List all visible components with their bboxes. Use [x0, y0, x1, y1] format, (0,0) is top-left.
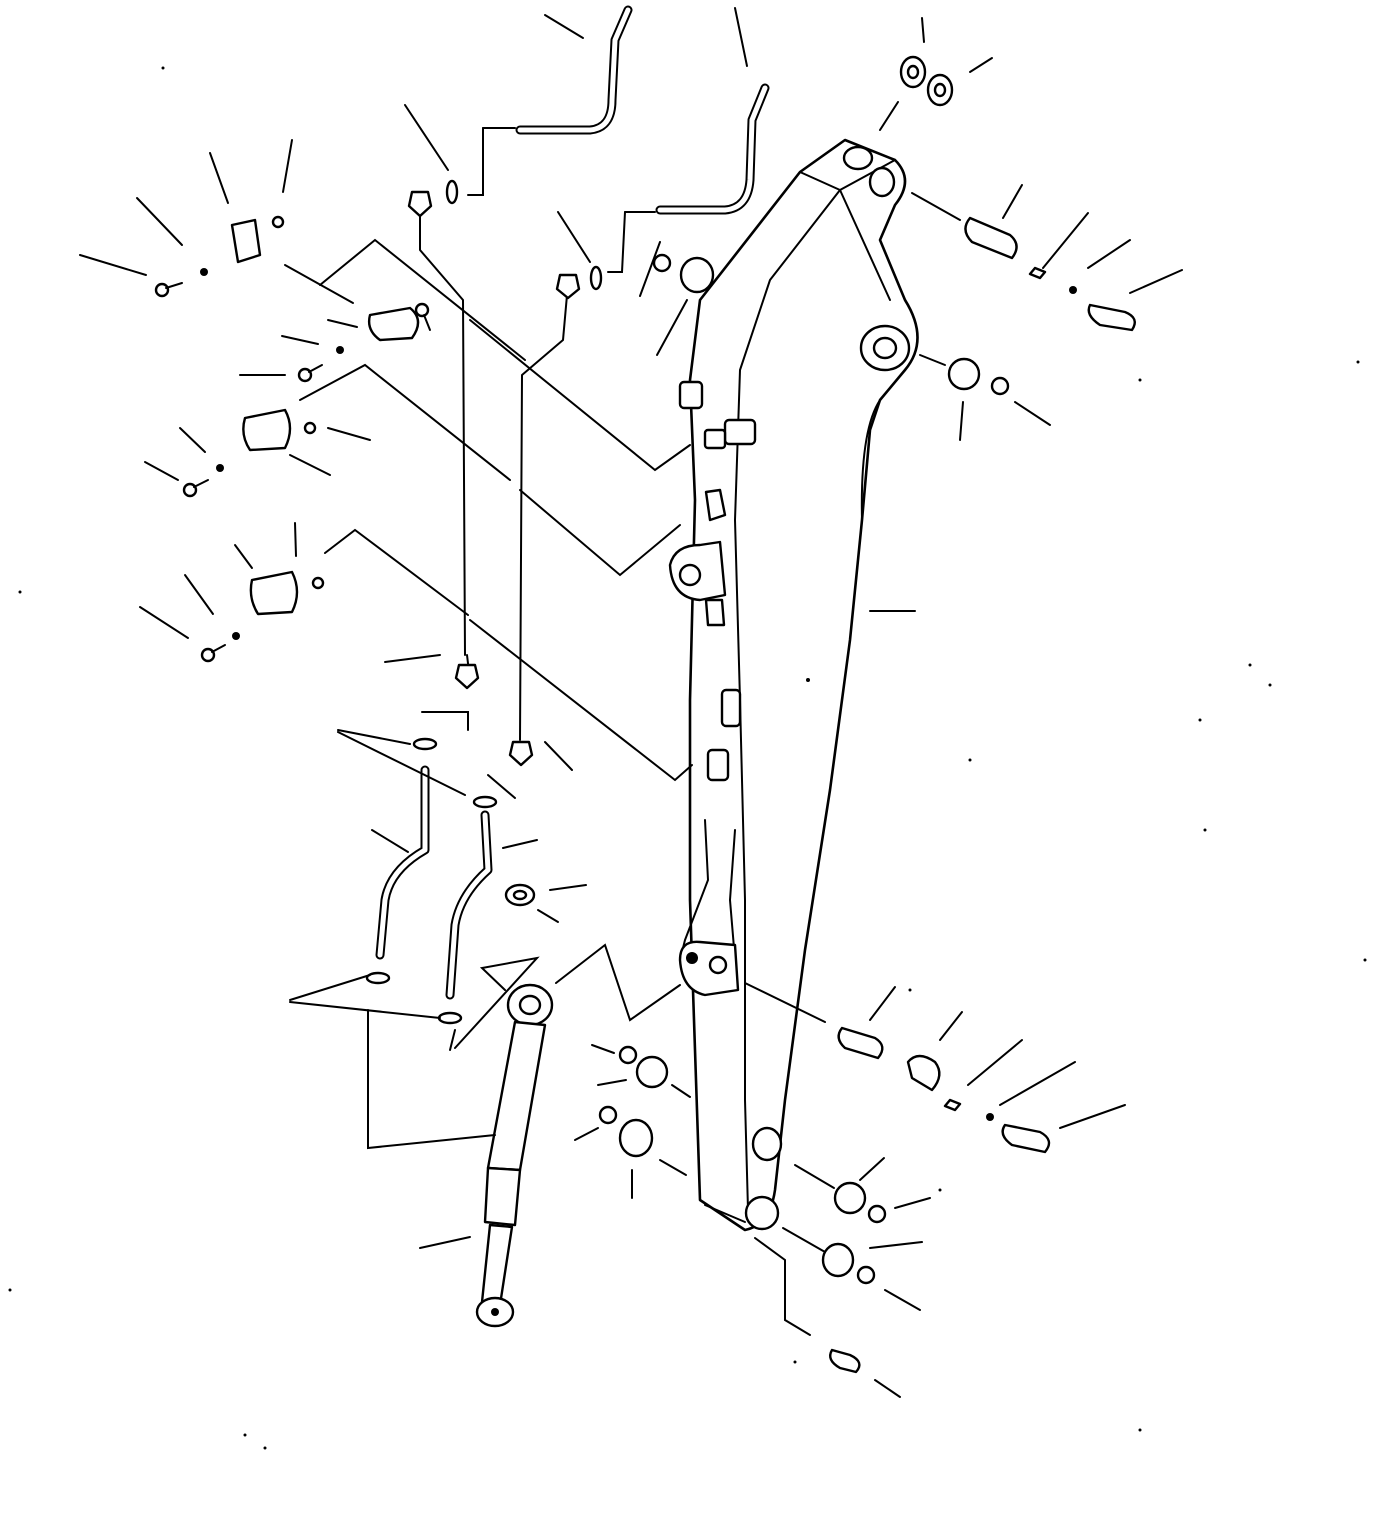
- pin-plate: [906, 1054, 941, 1092]
- pipe-clamp: [230, 218, 262, 264]
- arm[interactable]: [668, 138, 919, 1232]
- o-ring: [445, 179, 459, 205]
- bolt: [1087, 303, 1136, 332]
- o-ring: [437, 1011, 463, 1025]
- cylinder-rod: [480, 1223, 514, 1307]
- bushing: [679, 256, 715, 294]
- bushing: [618, 1118, 654, 1158]
- bushing: [821, 1242, 855, 1278]
- hoses[interactable]: [375, 5, 770, 1000]
- arm-cylinder[interactable]: [475, 983, 554, 1328]
- nut: [990, 376, 1010, 396]
- bolt: [297, 364, 323, 383]
- arm-lower-lug: [678, 940, 740, 997]
- nut: [598, 1105, 618, 1125]
- tube-fitting: [454, 663, 480, 690]
- clamps[interactable]: [230, 218, 420, 616]
- arm-link-hole: [751, 1126, 783, 1162]
- pins[interactable]: [837, 216, 1018, 1092]
- bolts[interactable]: [154, 282, 1136, 1374]
- pipe-clamp: [249, 570, 299, 616]
- cylinder-tube: [486, 1020, 547, 1172]
- bushings[interactable]: [618, 256, 981, 1278]
- tube-fitting: [508, 740, 534, 767]
- cylinder-gland: [483, 1166, 522, 1227]
- o-ring: [365, 971, 391, 985]
- nut: [618, 1045, 638, 1065]
- arm-boss-hole: [868, 166, 896, 198]
- bolt: [414, 302, 431, 331]
- washers[interactable]: [200, 55, 1077, 1285]
- pipe-clamp: [242, 408, 292, 452]
- hose-bracket: [678, 380, 704, 410]
- nut: [856, 1265, 876, 1285]
- tubes[interactable]: [407, 190, 581, 767]
- tube-fitting: [407, 190, 433, 218]
- bushing: [635, 1055, 669, 1089]
- bolt: [154, 282, 183, 298]
- hose-bracket: [706, 748, 730, 782]
- hose-bracket: [720, 688, 742, 728]
- bolt: [182, 479, 209, 498]
- hydraulic-hose: [375, 765, 430, 960]
- nut: [867, 1204, 887, 1224]
- bushing: [833, 1181, 867, 1215]
- nut: [652, 253, 672, 273]
- arm-top-boss: [842, 145, 874, 171]
- o-ring: [412, 737, 438, 751]
- tube-fitting: [555, 273, 581, 300]
- arm-outline: [688, 138, 919, 1232]
- o-ring: [472, 795, 498, 809]
- hose-bracket: [723, 418, 757, 446]
- scan-specks: [8, 66, 1367, 1450]
- bushing: [947, 357, 981, 391]
- pin: [964, 216, 1018, 260]
- bolt: [1001, 1123, 1051, 1154]
- grease-fitting: [829, 1348, 861, 1374]
- o-rings[interactable]: [365, 179, 603, 1025]
- hydraulic-tube: [519, 294, 568, 741]
- o-ring: [589, 265, 603, 291]
- pipe-clamp: [367, 306, 420, 342]
- pin: [837, 1026, 884, 1060]
- leader-lines: [79, 7, 1183, 1398]
- bolt: [200, 644, 226, 663]
- hydraulic-tube: [419, 214, 466, 656]
- arm-bucket-pin-hole: [744, 1195, 780, 1231]
